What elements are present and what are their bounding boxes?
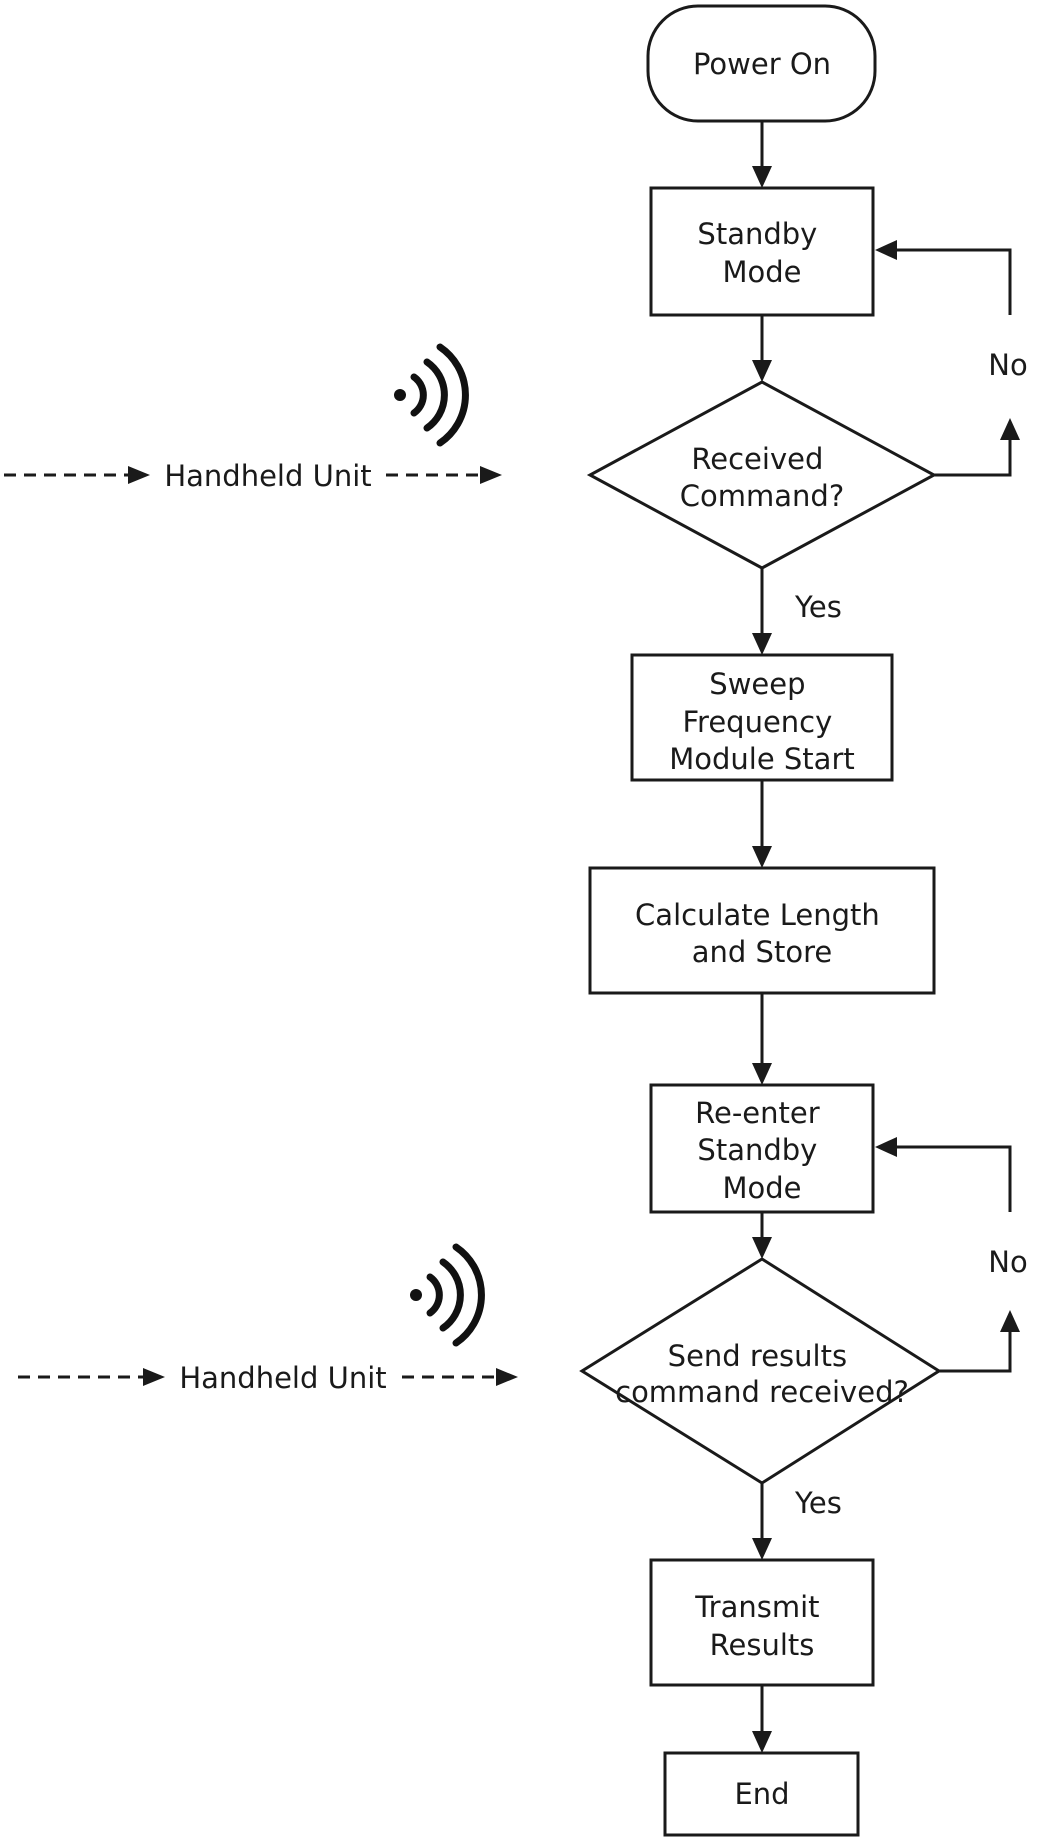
node-standby-mode <box>649 186 875 317</box>
node-sweep-frequency-module-start <box>630 653 894 782</box>
flow-connectors <box>752 121 1020 1753</box>
edge-label-yes-2: Yes <box>794 1486 842 1520</box>
label-send-results: Send results command received? <box>615 1339 909 1409</box>
wireless-signal-icon <box>394 343 469 447</box>
edge-label-yes-1: Yes <box>794 590 842 624</box>
label-calculate-length: Calculate Length and Store <box>635 898 889 969</box>
label-standby-mode: Standby Mode <box>697 217 826 289</box>
node-reenter-standby-mode <box>649 1083 875 1214</box>
label-sweep-frequency: Sweep Frequency Module Start <box>669 667 855 776</box>
label-end: End <box>734 1777 789 1811</box>
label-transmit-results: Transmit Results <box>694 1590 829 1662</box>
edge-label-no-2: No <box>988 1245 1027 1279</box>
label-reenter-standby: Re-enter Standby Mode <box>695 1096 829 1205</box>
edge-label-no-1: No <box>988 348 1027 382</box>
input-arrow-2 <box>18 1368 518 1386</box>
wireless-signal-icon <box>410 1243 485 1347</box>
node-end <box>663 1751 860 1837</box>
handheld-unit-label-1: Handheld Unit <box>164 459 371 493</box>
handheld-unit-label-2: Handheld Unit <box>179 1361 386 1395</box>
label-power-on: Power On <box>693 47 831 81</box>
input-arrow-1 <box>4 466 502 484</box>
label-received-command: Received Command? <box>680 442 844 513</box>
